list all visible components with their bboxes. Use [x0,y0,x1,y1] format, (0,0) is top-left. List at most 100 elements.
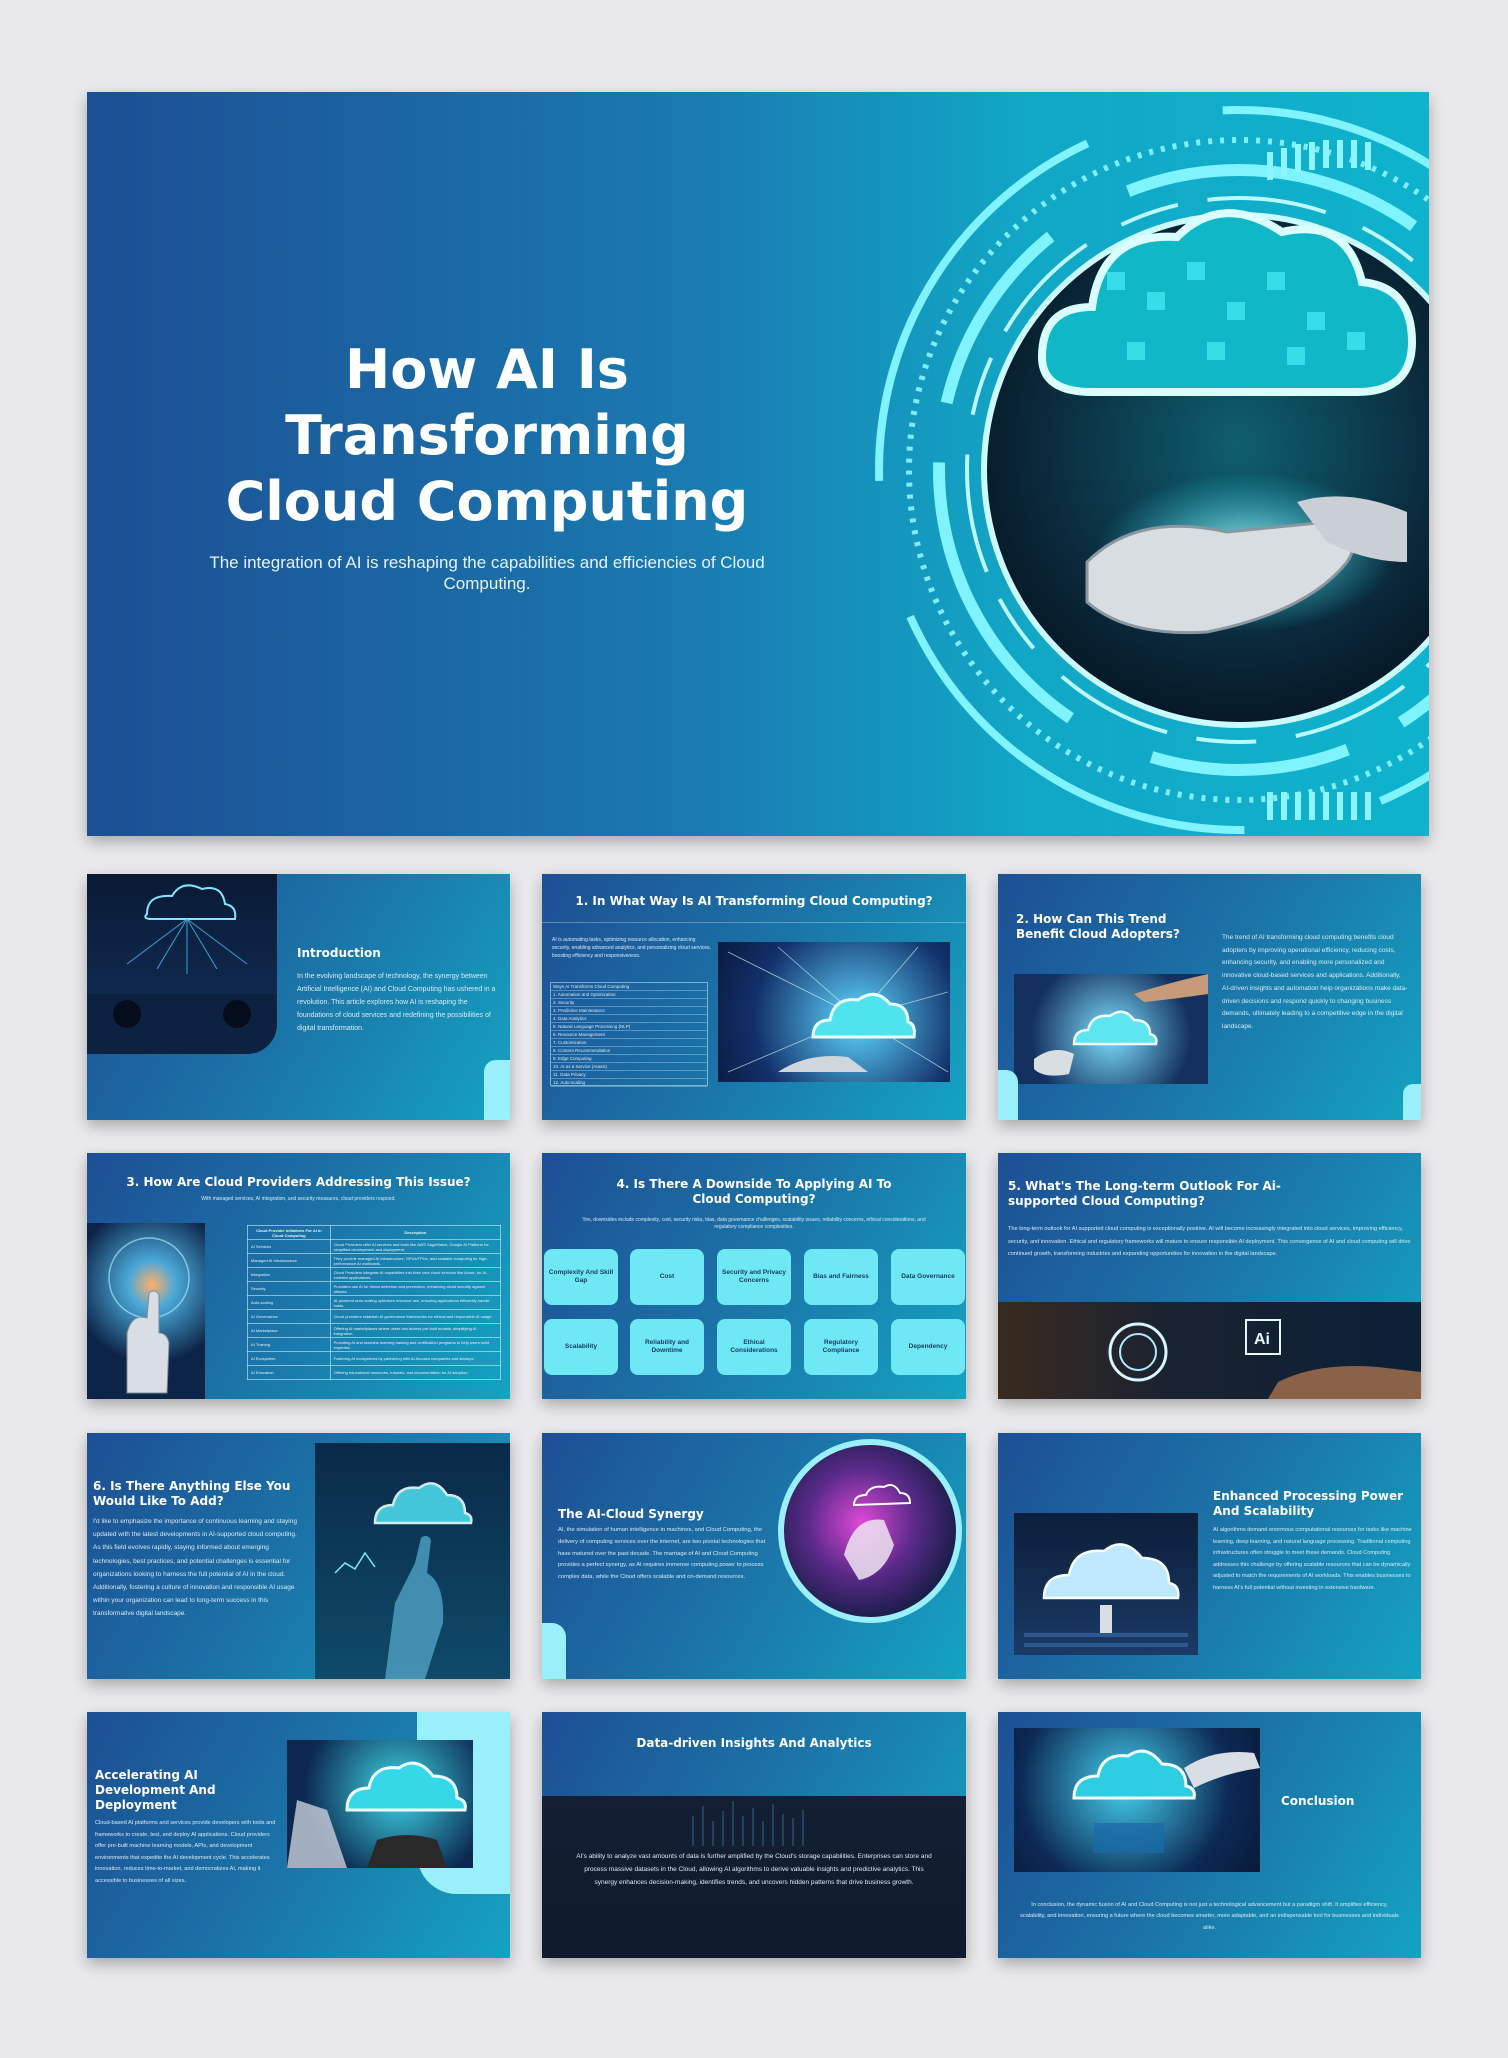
q2-text: The trend of AI transforming cloud compu… [1222,934,1408,1030]
q1-divider [542,922,966,923]
q4-tile: Reliability and Downtime [630,1319,704,1375]
q3-table-header: Cloud Provider Initiatives For AI In Clo… [247,1225,331,1240]
slide-synergy[interactable]: The AI-Cloud Synergy AI, the simulation … [542,1433,966,1679]
q4-tile: Data Governance [891,1249,965,1305]
conclusion-text: In conclusion, the dynamic fusion of AI … [1020,1902,1399,1931]
insights-data-background-image [542,1796,966,1958]
q4-tile: Bias and Fairness [804,1249,878,1305]
q4-tile: Dependency [891,1319,965,1375]
table-cell: AI Services [247,1239,331,1254]
hero-slide[interactable]: How AI Is Transforming Cloud Computing T… [87,92,1429,836]
processing-title: Enhanced Processing Power And Scalabilit… [1213,1489,1404,1518]
accelerating-laptop-image [287,1740,473,1868]
table-cell: Cloud Providers integrate AI capabilitie… [329,1267,502,1282]
q6-text: I'd like to emphasize the importance of … [93,1518,297,1618]
slide-insights[interactable]: Data-driven Insights And Analytics AI's … [542,1712,966,1958]
q2-title: 2. How Can This Trend Benefit Cloud Adop… [1016,912,1180,941]
q1-list-item: 1. Automation and Optimization [551,991,707,999]
q3-table-header: Description [329,1225,502,1240]
slide-processing[interactable]: Enhanced Processing Power And Scalabilit… [998,1433,1421,1679]
q3-subtitle: With managed services, AI integration, a… [201,1196,396,1202]
q5-title: 5. What's The Long-term Outlook For Ai-s… [1008,1179,1281,1208]
hero-cloud-robot-illustration [875,106,1429,834]
q1-list-item: Ways AI Transforms Cloud Computing [551,983,707,991]
slide-q5[interactable]: 5. What's The Long-term Outlook For Ai-s… [998,1153,1421,1399]
insights-text: AI's ability to analyze vast amounts of … [576,1853,932,1886]
intro-text: In the evolving landscape of technology,… [297,973,496,1032]
q1-list-item: 4. Data Analytics [551,1015,707,1023]
table-cell: AI Education [247,1365,331,1380]
q1-list-item: 3. Predictive Maintenance [551,1007,707,1015]
synergy-title: The AI-Cloud Synergy [558,1507,704,1521]
conclusion-cloud-robot-image [1014,1728,1260,1872]
q2-accent-left [998,1070,1018,1120]
processing-cloud-image [1014,1513,1198,1655]
q3-initiatives-table: Cloud Provider Initiatives For AI In Clo… [247,1225,502,1380]
intro-title: Introduction [297,946,381,960]
q3-title: 3. How Are Cloud Providers Addressing Th… [126,1175,471,1189]
table-cell: Auto-scaling [247,1295,331,1310]
synergy-circle-image [778,1439,962,1623]
slide-q4[interactable]: 4. Is There A Downside To Applying AI To… [542,1153,966,1399]
q1-title: 1. In What Way Is AI Transforming Cloud … [575,894,933,908]
table-cell: Cloud providers establish AI governance … [329,1309,502,1324]
table-cell: Managed AI Infrastructure [247,1253,331,1268]
conclusion-title: Conclusion [1281,1794,1355,1808]
table-cell: Providing AI and machine learning traini… [329,1337,502,1352]
q1-list-item: 2. Security [551,999,707,1007]
slide-accelerating[interactable]: Accelerating AI Development And Deployme… [87,1712,510,1958]
table-cell: Offering educational resources, tutorial… [329,1365,502,1380]
table-cell: AI Ecosystem [247,1351,331,1366]
table-cell: They provide managed AI infrastructure, … [329,1253,502,1268]
q4-tile: Ethical Considerations [717,1319,791,1375]
synergy-text: AI, the simulation of human intelligence… [558,1527,766,1581]
q2-accent-right [1403,1084,1421,1120]
slide-conclusion[interactable]: Conclusion In conclusion, the dynamic fu… [998,1712,1421,1958]
table-cell: Fostering AI ecosystems by partnering wi… [329,1351,502,1366]
q1-list-item: 5. Natural Language Processing (NLP) [551,1023,707,1031]
slide-q2[interactable]: 2. How Can This Trend Benefit Cloud Adop… [998,874,1421,1120]
q5-text: The long-term outlook for AI supported c… [1008,1226,1411,1257]
q2-hand-cloud-image [1014,974,1208,1084]
table-cell: Providers use AI for threat detection an… [329,1281,502,1296]
q6-hand-cloud-image [315,1443,510,1679]
slide-q3[interactable]: 3. How Are Cloud Providers Addressing Th… [87,1153,510,1399]
q4-tile: Scalability [544,1319,618,1375]
intro-image [87,874,277,1054]
q1-list-item: 10. AI as a Service (AIaaS) [551,1063,707,1071]
q1-text: AI is automating tasks, optimizing resou… [552,937,711,959]
q4-tile: Security and Privacy Concerns [717,1249,791,1305]
accelerating-title: Accelerating AI Development And Deployme… [95,1768,216,1812]
slide-q6[interactable]: 6. Is There Anything Else You Would Like… [87,1433,510,1679]
intro-accent-shape [484,1060,510,1120]
q1-cloud-image [718,942,950,1082]
table-cell: Cloud Providers offer AI services and to… [329,1239,502,1254]
processing-text: AI algorithms demand enormous computatio… [1213,1527,1412,1591]
q1-list: Ways AI Transforms Cloud Computing 1. Au… [550,982,708,1087]
q1-list-item: 11. Data Privacy [551,1071,707,1079]
q1-list-item: 7. Customization [551,1039,707,1047]
q4-tile: Regulatory Compliance [804,1319,878,1375]
q1-list-item: 9. Edge Computing [551,1055,707,1063]
q4-title: 4. Is There A Downside To Applying AI To… [616,1177,892,1206]
q1-list-item: 6. Resource Management [551,1031,707,1039]
table-cell: AI Marketplace [247,1323,331,1338]
insights-title: Data-driven Insights And Analytics [636,1736,872,1750]
table-cell: AI Training [247,1337,331,1352]
table-cell: Integration [247,1267,331,1282]
table-cell: Offering AI marketplaces where users can… [329,1323,502,1338]
q1-list-item: 12. Auto-scaling [551,1079,707,1087]
q5-ai-hand-image: Ai [998,1302,1421,1399]
slide-introduction[interactable]: Introduction In the evolving landscape o… [87,874,510,1120]
slide-q1[interactable]: 1. In What Way Is AI Transforming Cloud … [542,874,966,1120]
hero-title: How AI Is Transforming Cloud Computing [225,338,749,533]
q3-robot-hand-image [87,1223,205,1399]
